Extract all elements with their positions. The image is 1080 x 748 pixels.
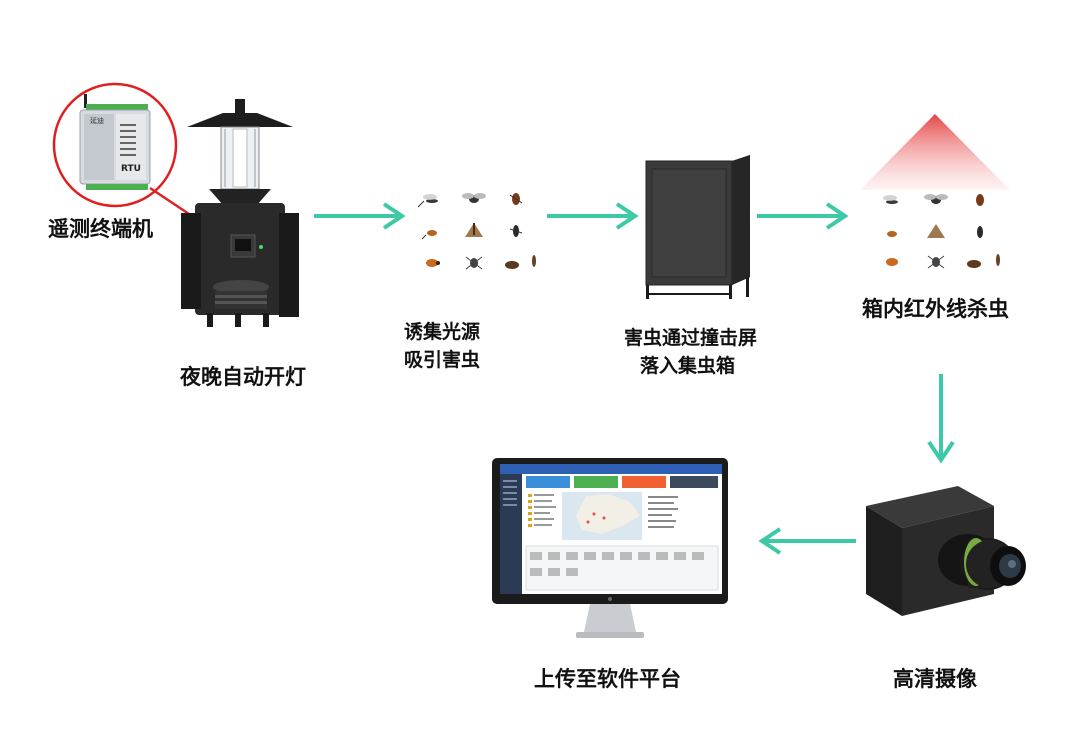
label-kill: 箱内红外线杀虫 xyxy=(862,297,1009,321)
hd-camera-device xyxy=(858,476,1028,626)
label-camera: 高清摄像 xyxy=(893,667,977,691)
rtu-inset: 延迪 RTU xyxy=(50,80,180,210)
arrow-down-icon xyxy=(927,374,955,464)
arrow-left-icon xyxy=(758,527,856,555)
arrow-right-icon xyxy=(757,202,849,230)
arrow-right-icon xyxy=(314,202,406,230)
rtu-brand-text: 延迪 xyxy=(90,117,104,125)
label-box-line1: 害虫通过撞击屏 xyxy=(624,327,758,349)
insect-icon xyxy=(417,193,536,270)
label-rtu: 遥测终端机 xyxy=(48,217,153,241)
insect-grid-lure xyxy=(412,185,542,275)
rtu-model-text: RTU xyxy=(121,164,141,174)
collection-box-device xyxy=(640,155,755,303)
label-box-line2: 落入集虫箱 xyxy=(640,355,736,377)
label-upload: 上传至软件平台 xyxy=(534,667,681,691)
label-lure-line1: 诱集光源 xyxy=(404,321,481,343)
insect-icon xyxy=(883,194,1000,269)
infrared-kill-illustration xyxy=(860,110,1010,280)
monitor-software-platform xyxy=(490,456,730,644)
insect-lamp-device xyxy=(175,95,305,335)
label-lure-line2: 吸引害虫 xyxy=(404,349,481,371)
arrow-right-icon xyxy=(547,202,639,230)
label-lamp: 夜晚自动开灯 xyxy=(180,365,306,389)
